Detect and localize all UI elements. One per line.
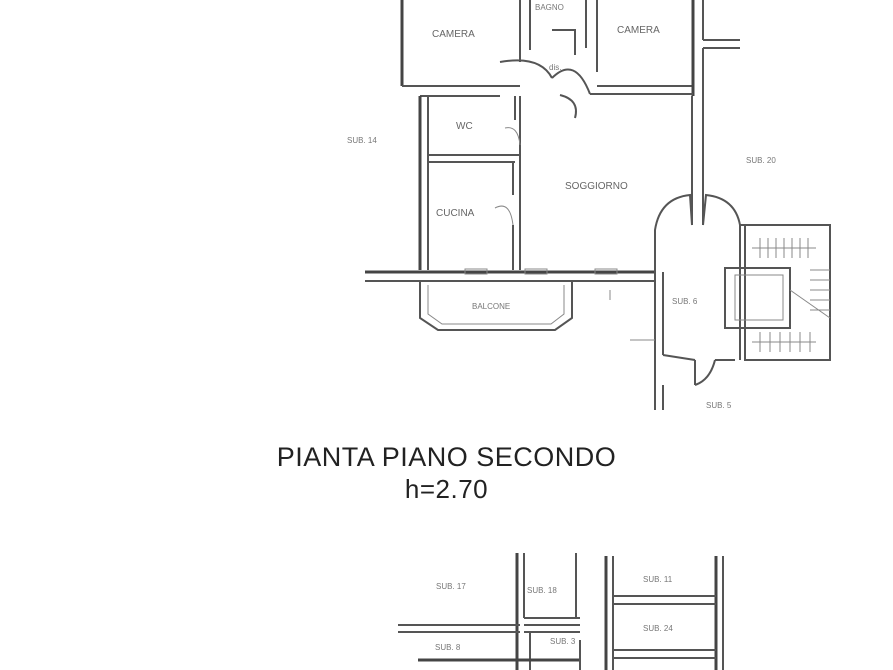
- sub-lower-1: SUB. 17: [436, 582, 466, 591]
- lower-plan-walls: [398, 553, 724, 670]
- sub-lower-3: SUB. 11: [643, 575, 673, 584]
- room-bagno: BAGNO: [535, 3, 564, 12]
- room-camera-right: CAMERA: [617, 25, 660, 36]
- apartment-walls: [365, 0, 831, 410]
- room-disimpegno: dis.: [549, 63, 561, 72]
- stair-treads: [752, 238, 831, 352]
- lower-plan-labels: SUB. 17 SUB. 18 SUB. 11 SUB. 8 SUB. 3 SU…: [435, 575, 673, 652]
- door-swings: [464, 29, 618, 300]
- room-balcone: BALCONE: [472, 302, 510, 311]
- room-cucina: CUCINA: [436, 208, 475, 219]
- plan-height-note: h=2.70: [404, 474, 489, 504]
- room-scala: SUB. 6: [672, 297, 698, 306]
- sub-lower-6: SUB. 24: [643, 624, 673, 633]
- room-wc: WC: [456, 121, 473, 132]
- sub-lower-5: SUB. 3: [550, 637, 576, 646]
- room-soggiorno: SOGGIORNO: [565, 181, 628, 192]
- room-labels: CAMERA BAGNO CAMERA dis. WC SOGGIORNO CU…: [347, 3, 776, 410]
- plan-title: PIANTA PIANO SECONDO: [276, 442, 617, 472]
- sub-right-label: SUB. 20: [746, 156, 776, 165]
- room-camera-left: CAMERA: [432, 29, 475, 40]
- sub-bottom-stair-label: SUB. 5: [706, 401, 732, 410]
- sub-left-label: SUB. 14: [347, 136, 377, 145]
- sub-lower-4: SUB. 8: [435, 643, 461, 652]
- sub-lower-2: SUB. 18: [527, 586, 557, 595]
